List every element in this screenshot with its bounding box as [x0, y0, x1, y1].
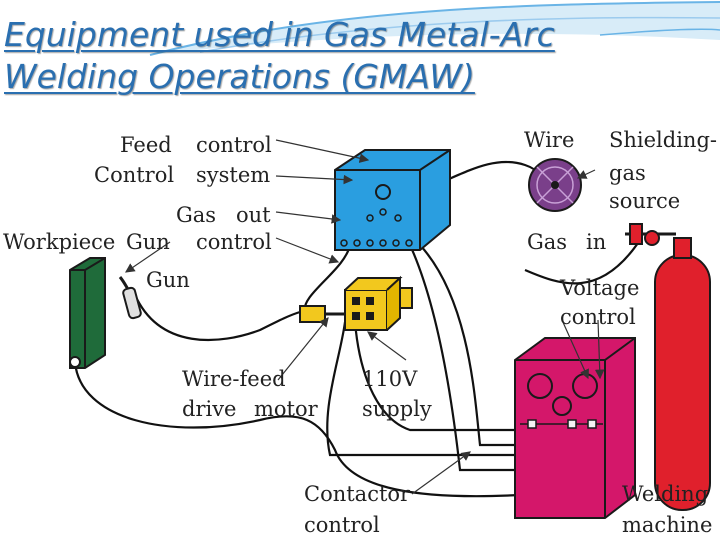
label-gun-control-gun: Gun [126, 230, 170, 254]
label-contactor-control: control [304, 513, 380, 537]
label-in: in [586, 230, 606, 254]
wire-spool [528, 158, 582, 212]
label-voltage-control: control [560, 305, 636, 329]
label-wire-feed: Wire-feed [182, 367, 286, 391]
workpiece-plate [69, 257, 106, 369]
label-gas-in-gas: Gas [527, 230, 567, 254]
label-gas-lower: gas [609, 161, 646, 185]
label-control-2: control [196, 230, 272, 254]
wire-feed-drive-motor [299, 275, 413, 331]
label-gas-out-gas: Gas [176, 203, 216, 227]
label-wire: Wire [524, 128, 574, 152]
label-machine: machine [622, 513, 712, 537]
gas-cylinder [625, 223, 711, 511]
cables [73, 160, 641, 498]
label-drive: drive [182, 397, 237, 421]
label-contactor: Contactor [304, 482, 411, 506]
feed-control-box [334, 149, 451, 251]
welding-gun [118, 276, 142, 320]
label-shielding: Shielding- [609, 128, 717, 152]
title-line-1: Equipment used in Gas Metal-Arc [4, 15, 555, 54]
label-control-1: control [196, 133, 272, 157]
header-swoosh-decoration [149, 1, 720, 56]
label-110v: 110V [362, 367, 418, 391]
leader-lines [125, 139, 605, 495]
label-feed: Feed [120, 133, 172, 157]
label-welding: Welding [622, 482, 708, 506]
label-workpiece: Workpiece [3, 230, 115, 254]
label-source: source [609, 189, 680, 213]
label-motor: motor [254, 397, 319, 421]
label-out: out [236, 203, 271, 227]
label-system: system [196, 163, 270, 187]
label-supply: supply [362, 397, 432, 421]
page-title: Equipment used in Gas Metal-Arc Welding … [4, 14, 555, 98]
label-gun: Gun [146, 268, 190, 292]
title-line-2: Welding Operations (GMAW) [4, 57, 475, 96]
label-control-cap: Control [94, 163, 174, 187]
label-voltage: Voltage [559, 276, 639, 300]
welding-machine [514, 337, 636, 519]
